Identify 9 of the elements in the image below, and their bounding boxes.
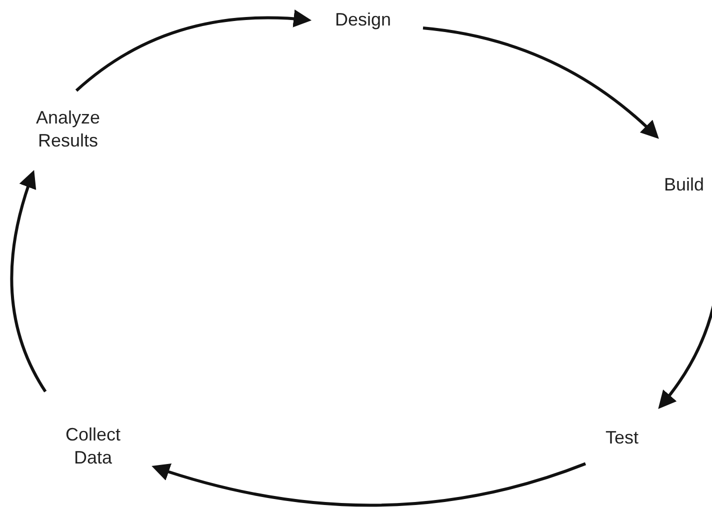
curved-arrow: [152, 462, 586, 507]
step-label: Test: [604, 424, 640, 452]
curved-arrow: [422, 26, 659, 139]
step-label: Collect Data: [56, 422, 130, 472]
curved-arrow: [10, 170, 47, 392]
step-label: Design: [332, 6, 394, 34]
step-label: Analyze Results: [26, 104, 110, 156]
curved-arrow: [75, 10, 312, 92]
step-label: Build: [662, 171, 706, 199]
